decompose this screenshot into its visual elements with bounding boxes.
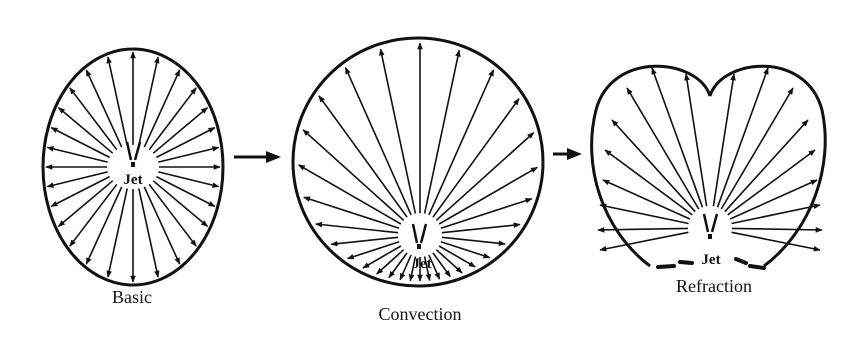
refraction-ray-0 — [600, 232, 688, 250]
refraction-ray-14 — [730, 180, 817, 219]
basic-ray-27 — [139, 57, 158, 146]
convection-ray-25 — [439, 167, 537, 224]
transition-arrow-1 — [234, 151, 281, 163]
basic-ray-1 — [108, 57, 127, 146]
basic-ray-8 — [47, 172, 107, 187]
basic-ray-24 — [153, 108, 207, 154]
basic-ray-4 — [59, 108, 113, 154]
basic-ray-20 — [158, 172, 218, 187]
basic-ray-6 — [47, 147, 107, 162]
convection-ray-9 — [348, 242, 400, 259]
refraction-ray-17 — [732, 232, 820, 250]
refraction-jet-label: Jet — [701, 252, 720, 268]
panel-refraction: Jet Refraction — [592, 66, 826, 296]
basic-jet-label: Jet — [123, 172, 142, 188]
panel-basic: Jet Basic — [43, 49, 223, 307]
panel-convection: Jet Convection — [293, 38, 543, 324]
convection-ray-5 — [299, 165, 401, 224]
basic-caption: Basic — [112, 287, 152, 307]
refraction-ray-2 — [600, 205, 689, 224]
refraction-caption: Refraction — [676, 276, 752, 296]
convection-caption: Convection — [379, 304, 462, 324]
refraction-jet-symbol — [704, 214, 717, 239]
refraction-ray-8 — [686, 74, 707, 206]
convection-ray-12 — [389, 253, 407, 278]
basic-ray-15 — [139, 189, 158, 278]
basic-ray-18 — [153, 181, 207, 227]
basic-ray-10 — [59, 181, 113, 227]
convection-ray-22 — [442, 237, 505, 244]
refraction-ray-16 — [732, 228, 822, 230]
convection-ray-7 — [316, 224, 398, 233]
refraction-ray-7 — [652, 68, 703, 207]
convection-ray-19 — [436, 250, 462, 273]
refraction-ray-10 — [718, 68, 769, 207]
basic-ray-13 — [108, 189, 127, 278]
basic-jet-symbol — [127, 142, 140, 167]
refraction-ray-3 — [603, 180, 690, 219]
convection-ray-2 — [346, 68, 412, 215]
convection-ray-28 — [429, 70, 494, 215]
refraction-ray-1 — [598, 228, 688, 230]
transition-arrow-2 — [553, 148, 582, 160]
convection-ray-21 — [441, 242, 490, 258]
convection-ray-23 — [442, 225, 520, 233]
basic-ray-22 — [158, 147, 218, 162]
refraction-ray-9 — [713, 74, 734, 206]
convection-ray-18 — [433, 253, 450, 277]
convection-ray-8 — [331, 237, 398, 244]
convection-jet-label: Jet — [412, 256, 431, 272]
convection-jet-symbol — [413, 224, 426, 249]
